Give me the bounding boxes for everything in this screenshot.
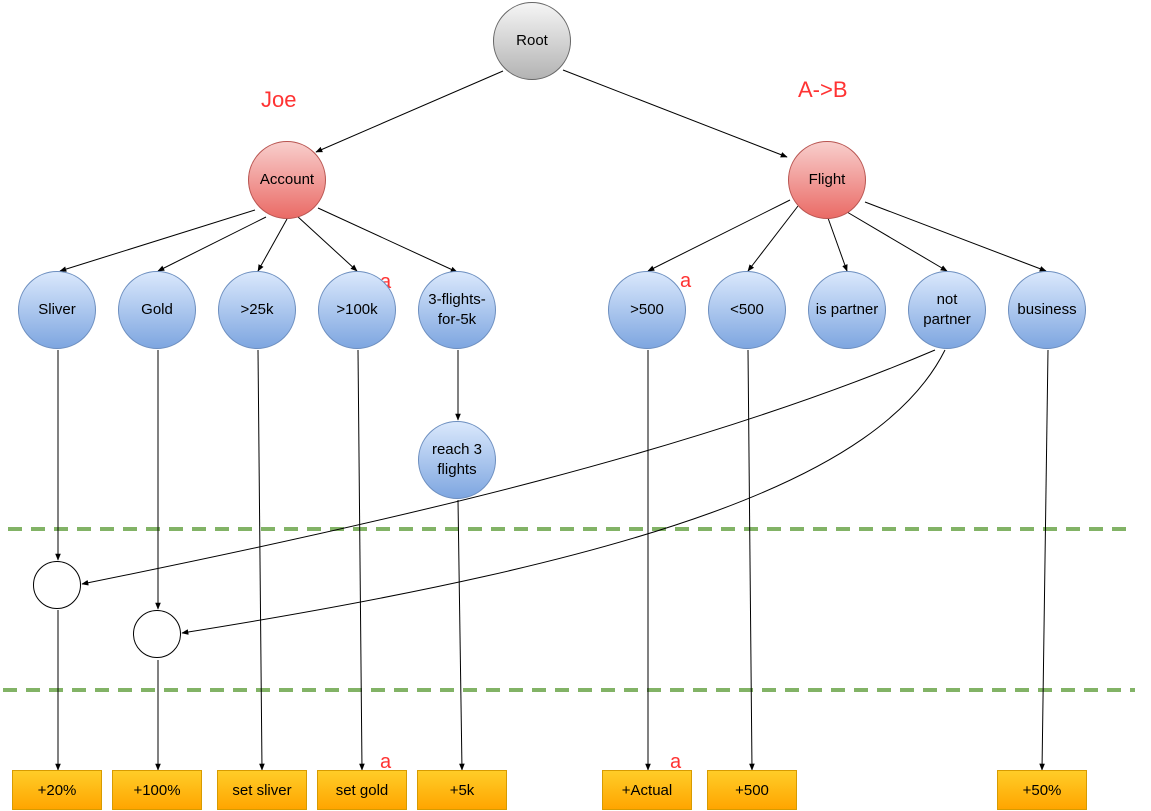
edge-reach-output xyxy=(457,499,465,771)
edge-account-flights xyxy=(317,207,458,273)
is-partner-node[interactable]: is partner xyxy=(808,271,886,349)
annotation-marker-set-gold: a xyxy=(380,751,392,773)
gold-node[interactable]: Gold xyxy=(118,271,196,349)
output-set-silver[interactable]: set sliver xyxy=(217,770,307,810)
flight-node[interactable]: Flight xyxy=(788,141,866,219)
output-plus-20-percent[interactable]: +20% xyxy=(12,770,102,810)
output-plus-actual[interactable]: +Actual xyxy=(602,770,692,810)
gt500-node[interactable]: >500 xyxy=(608,271,686,349)
output-plus-100-percent[interactable]: +100% xyxy=(112,770,202,810)
edge-business-output xyxy=(1039,349,1049,771)
output-plus-5k[interactable]: +5k xyxy=(417,770,507,810)
output-set-gold[interactable]: set gold xyxy=(317,770,407,810)
business-node[interactable]: business xyxy=(1008,271,1086,349)
annotation-marker-actual: a xyxy=(670,751,682,773)
not-partner-node[interactable]: not partner xyxy=(908,271,986,349)
edge-root-account xyxy=(315,70,504,153)
reach-three-flights-node[interactable]: reach 3 flights xyxy=(418,421,496,499)
lt500-node[interactable]: <500 xyxy=(708,271,786,349)
output-plus-500[interactable]: +500 xyxy=(707,770,797,810)
edge-flight-partner xyxy=(827,217,848,272)
edge-flight-business xyxy=(864,201,1047,272)
edge-25k-output xyxy=(257,349,265,771)
edge-lt500-output xyxy=(747,349,755,771)
output-plus-50-percent[interactable]: +50% xyxy=(997,770,1087,810)
edge-account-100k xyxy=(296,215,358,272)
annotation-route: A->B xyxy=(798,77,848,102)
edge-account-gold xyxy=(157,216,267,272)
annotation-joe: Joe xyxy=(261,87,297,112)
three-flights-node[interactable]: 3-flights- for-5k xyxy=(418,271,496,349)
edge-not-partner-join2 xyxy=(181,349,946,635)
edge-flight-not-partner xyxy=(846,211,948,272)
edge-flight-lt500 xyxy=(747,205,799,272)
root-node[interactable]: Root xyxy=(493,2,571,80)
edge-root-flight xyxy=(562,69,788,158)
edge-not-partner-join1 xyxy=(81,349,936,586)
account-node[interactable]: Account xyxy=(248,141,326,219)
annotation-marker-100k: a xyxy=(380,271,392,293)
edge-account-25k xyxy=(257,218,288,272)
join-node-gold[interactable] xyxy=(133,610,181,658)
join-node-silver[interactable] xyxy=(33,561,81,609)
edge-account-silver xyxy=(59,209,256,272)
annotation-marker-gt500: a xyxy=(680,270,692,292)
edge-100k-output xyxy=(357,349,365,771)
edge-flight-gt500 xyxy=(647,199,791,272)
silver-node[interactable]: Sliver xyxy=(18,271,96,349)
gt100k-node[interactable]: >100k xyxy=(318,271,396,349)
gt25k-node[interactable]: >25k xyxy=(218,271,296,349)
